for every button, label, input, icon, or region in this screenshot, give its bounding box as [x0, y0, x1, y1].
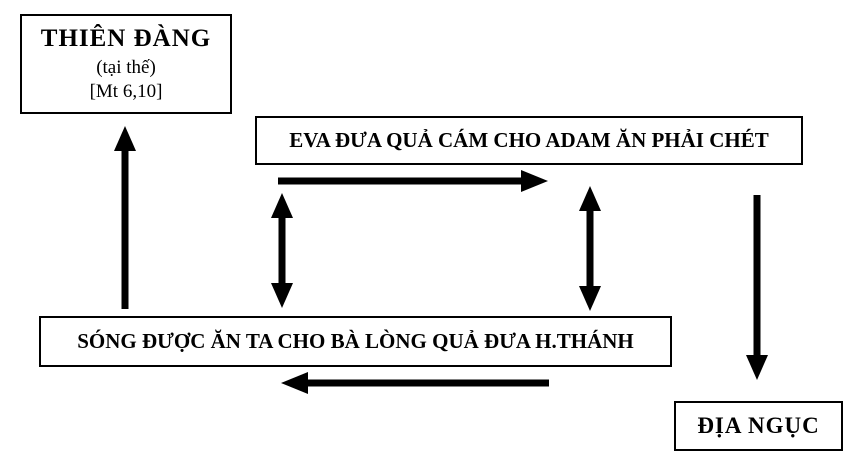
arrow-double-vertical-left-icon — [271, 193, 293, 308]
arrow-up-icon — [114, 126, 136, 309]
heaven-box: THIÊN ĐÀNG (tại thế) [Mt 6,10] — [20, 14, 232, 114]
hell-box: ĐỊA NGỤC — [674, 401, 843, 451]
hell-box-label: ĐỊA NGỤC — [697, 412, 820, 438]
arrow-double-vertical-right-icon — [579, 186, 601, 311]
heaven-box-title: THIÊN ĐÀNG — [40, 24, 212, 52]
arrow-left-icon — [281, 372, 549, 394]
song-box-label: SÓNG ĐƯỢC ĂN TA CHO BÀ LÒNG QUẢ ĐƯA H.TH… — [77, 329, 634, 354]
eva-box-label: EVA ĐƯA QUẢ CÁM CHO ADAM ĂN PHẢI CHÉT — [289, 128, 769, 153]
heaven-box-reference: [Mt 6,10] — [89, 81, 163, 103]
arrow-down-icon — [746, 195, 768, 380]
heaven-box-subtitle: (tại thế) — [96, 56, 156, 78]
eva-box: EVA ĐƯA QUẢ CÁM CHO ADAM ĂN PHẢI CHÉT — [255, 116, 803, 165]
arrow-right-icon — [278, 170, 548, 192]
song-box: SÓNG ĐƯỢC ĂN TA CHO BÀ LÒNG QUẢ ĐƯA H.TH… — [39, 316, 672, 367]
